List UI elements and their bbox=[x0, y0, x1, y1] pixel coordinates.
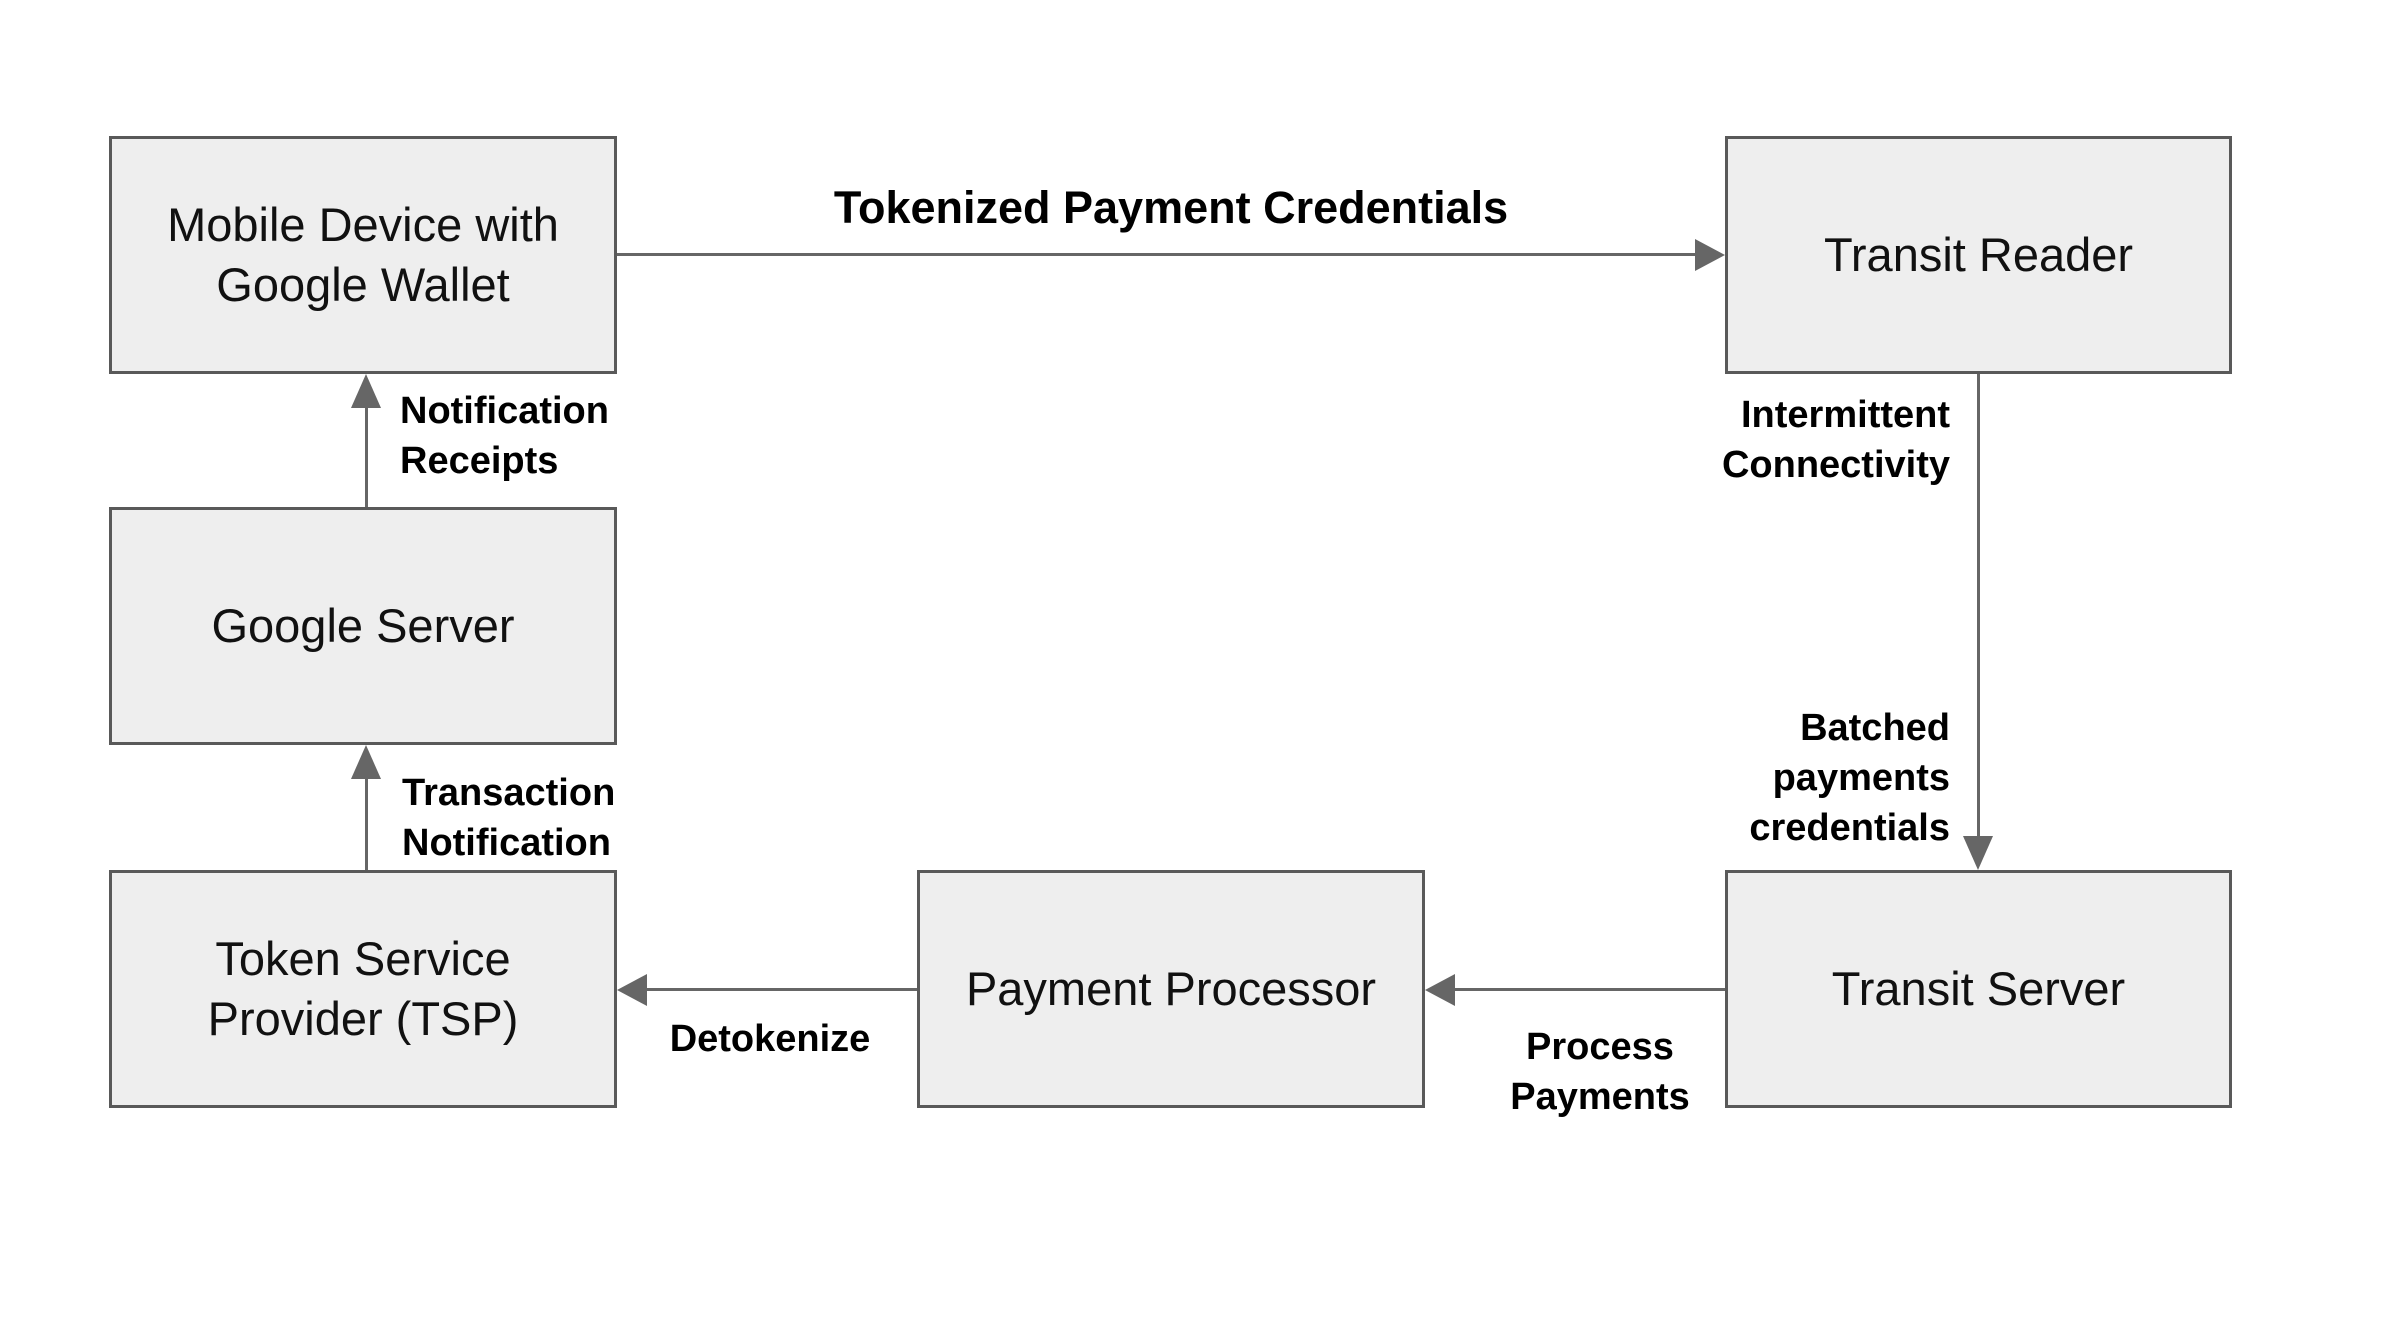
node-payment-processor: Payment Processor bbox=[917, 870, 1425, 1108]
node-label-tsp: Token Service Provider (TSP) bbox=[208, 929, 519, 1049]
edge-label-line: Connectivity bbox=[1721, 444, 1950, 486]
edge-server-to-processor-line bbox=[1455, 988, 1725, 991]
node-google-server: Google Server bbox=[109, 507, 617, 745]
edge-label-line: payments bbox=[1772, 757, 1950, 799]
edge-label-line: Payments bbox=[1510, 1076, 1690, 1118]
edge-label-detokenize: Detokenize bbox=[620, 1014, 920, 1064]
node-label-line: Mobile Device with bbox=[167, 198, 559, 251]
edge-label-line: Transaction bbox=[402, 772, 616, 814]
edge-mobile-to-reader-line bbox=[617, 253, 1695, 256]
edge-label-line: Batched bbox=[1800, 707, 1950, 749]
node-token-service-provider: Token Service Provider (TSP) bbox=[109, 870, 617, 1108]
arrowhead-right-icon bbox=[1695, 239, 1725, 271]
edge-label-tokenized-payment-credentials: Tokenized Payment Credentials bbox=[617, 181, 1725, 235]
edge-label-line: Process bbox=[1526, 1026, 1674, 1068]
node-label-line: Transit Reader bbox=[1823, 228, 2134, 281]
node-label-line: Transit Server bbox=[1831, 962, 2126, 1015]
node-label-transit-server: Transit Server bbox=[1832, 959, 2125, 1019]
edge-label-process-payments: Process Payments bbox=[1450, 1022, 1750, 1122]
edge-label-batched-payments-credentials: Batched payments credentials bbox=[1749, 703, 1950, 853]
node-mobile-device-with-google-wallet: Mobile Device with Google Wallet bbox=[109, 136, 617, 374]
edge-google-to-mobile-line bbox=[365, 408, 368, 507]
node-transit-reader: Transit Reader bbox=[1725, 136, 2232, 374]
edge-label-line: credentials bbox=[1749, 807, 1950, 849]
arrowhead-up-icon bbox=[351, 745, 381, 779]
node-label-line: Provider (TSP) bbox=[207, 992, 519, 1045]
edge-label-line: Tokenized Payment Credentials bbox=[833, 182, 1509, 233]
edge-processor-to-tsp-line bbox=[647, 988, 917, 991]
edge-label-intermittent-connectivity: Intermittent Connectivity bbox=[1722, 390, 1950, 490]
node-label-transit-reader: Transit Reader bbox=[1824, 225, 2133, 285]
arrowhead-down-icon bbox=[1963, 836, 1993, 870]
node-transit-server: Transit Server bbox=[1725, 870, 2232, 1108]
edge-label-line: Notification bbox=[400, 390, 609, 432]
node-label-google-server: Google Server bbox=[211, 596, 514, 656]
edge-label-notification-receipts: Notification Receipts bbox=[400, 386, 609, 486]
node-label-line: Payment Processor bbox=[965, 962, 1377, 1015]
arrowhead-left-icon bbox=[1425, 974, 1455, 1006]
edge-label-transaction-notification: Transaction Notification bbox=[402, 768, 615, 868]
edge-reader-to-server-line bbox=[1977, 374, 1980, 836]
edge-tsp-to-google-line bbox=[365, 779, 368, 870]
arrowhead-up-icon bbox=[351, 374, 381, 408]
node-label-payment-processor: Payment Processor bbox=[966, 959, 1376, 1019]
edge-label-line: Notification bbox=[402, 822, 611, 864]
arrowhead-left-icon bbox=[617, 974, 647, 1006]
node-label-line: Token Service bbox=[215, 932, 511, 985]
edge-label-line: Detokenize bbox=[669, 1018, 871, 1060]
node-label-mobile-device: Mobile Device with Google Wallet bbox=[167, 195, 559, 315]
node-label-line: Google Wallet bbox=[216, 258, 510, 311]
edge-label-line: Intermittent bbox=[1741, 394, 1950, 436]
edge-label-line: Receipts bbox=[400, 440, 559, 482]
node-label-line: Google Server bbox=[211, 599, 515, 652]
